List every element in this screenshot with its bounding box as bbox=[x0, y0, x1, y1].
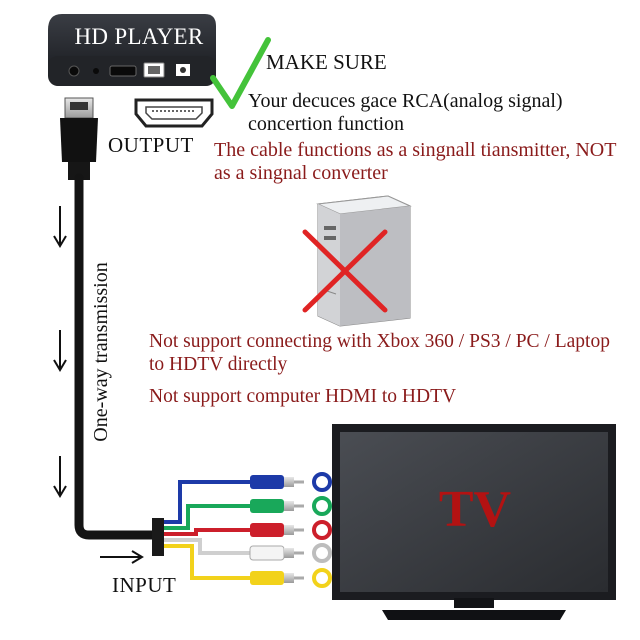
rca-wires bbox=[164, 480, 250, 580]
tv-icon bbox=[332, 424, 616, 620]
cable-function-note: The cable functions as a singnall tiansm… bbox=[214, 139, 617, 184]
right-arrow-icon bbox=[100, 550, 144, 564]
cross-icon bbox=[302, 229, 388, 313]
output-label: OUTPUT bbox=[108, 133, 194, 157]
rca-jack-icons bbox=[312, 472, 332, 588]
tv-label: TV bbox=[438, 481, 512, 538]
player-title: HD PLAYER bbox=[74, 24, 204, 49]
checkmark-icon bbox=[210, 37, 271, 109]
make-sure-label: MAKE SURE bbox=[266, 50, 387, 74]
cable-splitter bbox=[152, 518, 164, 556]
hdmi-cable bbox=[74, 173, 161, 540]
computer-tower-icon bbox=[316, 195, 412, 327]
down-arrow-icon bbox=[53, 206, 67, 498]
hdmi-port-icon bbox=[134, 98, 214, 128]
no-computer-hdmi-note: Not support computer HDMI to HDTV bbox=[149, 386, 457, 407]
no-console-note: Not support connecting with Xbox 360 / P… bbox=[149, 331, 610, 375]
input-label: INPUT bbox=[112, 573, 177, 597]
hdmi-plug-icon bbox=[60, 97, 98, 180]
rca-plug-icon bbox=[249, 475, 304, 585]
rca-requirement-note: Your decuces gace RCA(analog signal) con… bbox=[248, 90, 563, 135]
one-way-transmission-label: One-way transmission bbox=[90, 262, 112, 442]
hd-player-box bbox=[48, 14, 216, 86]
